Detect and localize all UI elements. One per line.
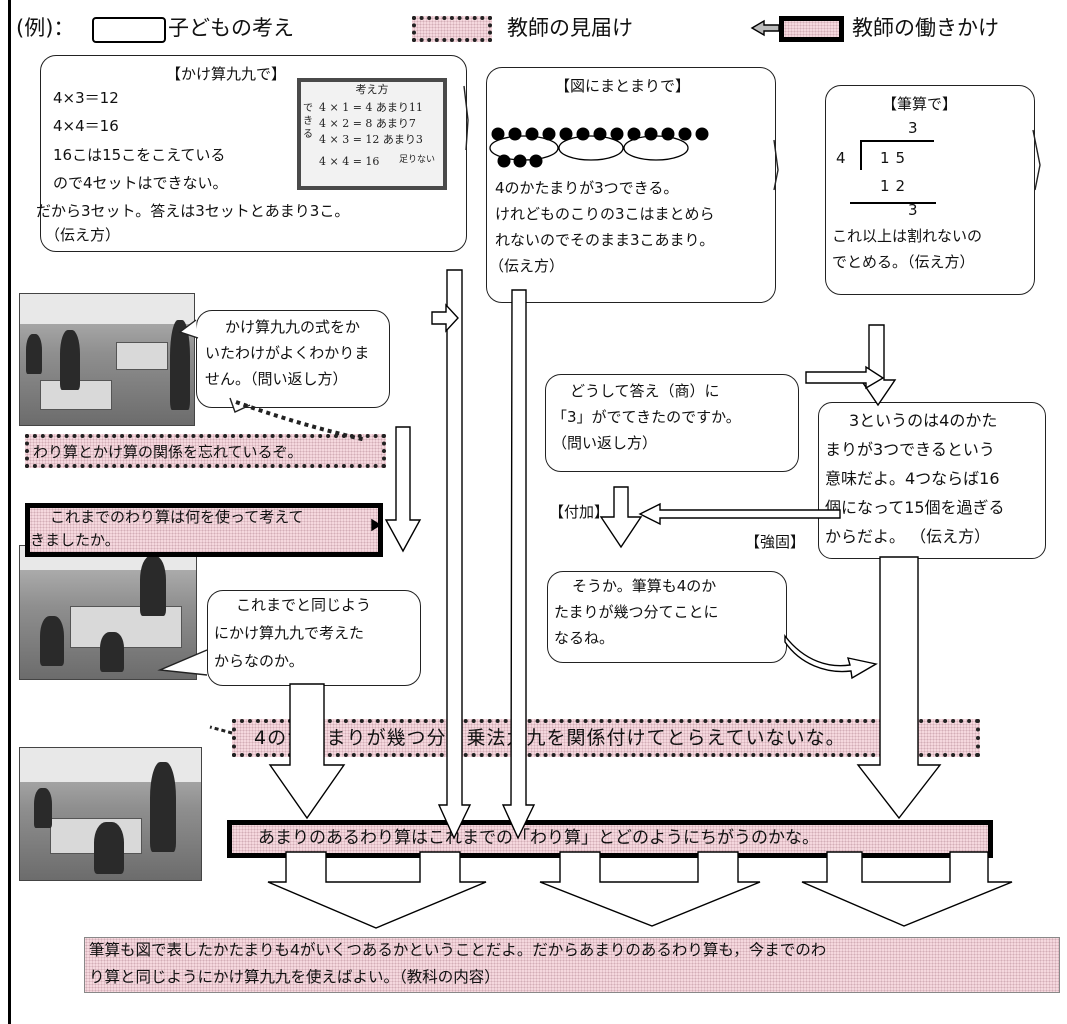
hissan-line: これ以上は割れないの — [832, 227, 983, 245]
kuku-line: ので4セットはできない。 — [53, 174, 228, 192]
meaning-line: 3というのは4のかた — [849, 411, 998, 430]
arrow-col-878 — [859, 324, 897, 407]
arrow-bottom-center — [539, 851, 761, 927]
same-line: これまでと同じよう — [236, 596, 372, 614]
classroom-photo-2 — [19, 545, 197, 680]
legend-child-box — [92, 17, 166, 43]
legend-example-label: (例)： — [16, 16, 75, 40]
classroom-photo-3 — [19, 747, 202, 881]
child-thinking-hissan-box: 【筆算で】 3 4 15 12 3 これ以上は割れないの でとめる。（伝え方） — [825, 85, 1035, 295]
legend-arrow — [750, 19, 780, 37]
hissan-quotient: 3 — [908, 119, 918, 137]
teacher-action-1: これまでのわり算は何を使って考えて きましたか。 — [25, 503, 383, 557]
hissan-subtract-line — [850, 202, 936, 204]
legend-observation-box — [412, 16, 492, 42]
kuku-line: だから3セット。答えは3セットとあまり3こ。 — [36, 202, 350, 220]
child-thinking-same-as-before: これまでと同じよう にかけ算九九で考えた からなのか。 — [207, 590, 421, 686]
hissan-product: 12 — [880, 177, 912, 195]
diagram-line: （伝え方） — [489, 257, 565, 275]
arrow-right-small — [431, 303, 459, 333]
legend-teacher-observation: 教師の見届け — [507, 16, 633, 40]
teacher-observation-2: 4のかたまりが幾つ分と乗法九九を関係付けてとらえていないな。 — [232, 719, 980, 757]
kuku-line: 4×3＝12 — [53, 89, 119, 107]
teacher-observation-1: わり算とかけ算の関係を忘れているぞ。 — [25, 434, 386, 468]
same-line: にかけ算九九で考えた — [214, 624, 365, 642]
classroom-photo-1 — [19, 293, 195, 426]
arrow-curve-right — [784, 633, 878, 680]
kuku-box-title: 【かけ算九九で】 — [166, 65, 287, 83]
legend-child-thinking: 子どもの考え — [168, 16, 294, 40]
arrow-col-405 — [384, 426, 422, 553]
realize-line: なるね。 — [554, 629, 615, 647]
hissan-bar — [862, 140, 934, 142]
arrow-left-to-add — [638, 502, 841, 526]
diagram-line: 4のかたまりが3つできる。 — [495, 179, 679, 197]
teacher-question-bubble-2: どうして答え（商）に 「3」がでてきたのですか。 （問い返し方） — [545, 374, 799, 472]
hissan-box-title: 【筆算で】 — [882, 95, 958, 113]
hissan-remainder: 3 — [908, 201, 918, 219]
kuku-line: 4×4＝16 — [53, 117, 119, 135]
conclusion-box: 筆算も図で表したかたまりも4がいくつあるかということだよ。だからあまりのあるわり… — [84, 937, 1060, 993]
hissan-bracket — [860, 140, 862, 170]
arrow-col-900 — [856, 556, 942, 820]
child-thinking-meaning-box: 3というのは4のかた まりが3つできるという 意味だよ。4つならば16 個になっ… — [818, 402, 1046, 559]
legend-teacher-action: 教師の働きかけ — [852, 16, 999, 40]
conclusion-line: 筆算も図で表したかたまりも4がいくつあるかということだよ。だからあまりのあるわり… — [89, 941, 827, 959]
blackboard-line: 4 × 2 = 8 あまり7 — [319, 117, 416, 130]
action1-line: きましたか。 — [30, 531, 120, 549]
question2-line: （問い返し方） — [552, 434, 658, 452]
kuku-line: 16こは15こをこえている — [53, 146, 226, 164]
diagram-line: れないのでそのまま3こあまり。 — [495, 231, 715, 249]
diagram-box-title: 【図にまとまりで】 — [555, 77, 691, 95]
question1-line: いたわけがよくわかりま — [205, 344, 370, 362]
child-thinking-diagram-box: 【図にまとまりで】 4のかたまりが3つできる。 けれどものこりの3こはまとめら … — [486, 67, 776, 303]
dots-grouping-figure — [489, 127, 709, 168]
teacher-question-bubble-1: かけ算九九の式をか いたわけがよくわかりま せん。（問い返し方） — [196, 310, 390, 408]
blackboard-bottom-note: 足りない — [399, 155, 436, 165]
blackboard-side-note: できる — [303, 103, 313, 140]
blackboard-title: 考え方 — [355, 83, 389, 96]
label-strong: 【強固】 — [745, 533, 806, 551]
question2-line: どうして答え（商）に — [570, 382, 720, 400]
dotted-connector-2 — [209, 725, 233, 735]
label-add: 【付加】 — [549, 503, 610, 521]
hissan-line: でとめる。（伝え方） — [832, 253, 975, 271]
meaning-line: 個になって15個を過ぎる — [825, 498, 1005, 517]
hissan-dividend: 15 — [880, 149, 912, 167]
page-left-border — [8, 0, 11, 1024]
question1-line: かけ算九九の式をか — [225, 318, 361, 336]
blackboard-bottom: 4 × 4 = 16 — [319, 155, 380, 168]
realize-line: そうか。筆算も4のか — [572, 577, 717, 595]
question2-line: 「3」がでてきたのですか。 — [552, 408, 741, 426]
arrow-bottom-right — [801, 851, 1013, 927]
legend-action-box — [779, 16, 844, 42]
diagram-line: けれどものこりの3こはまとめら — [495, 205, 715, 223]
same-line: からなのか。 — [214, 652, 304, 670]
meaning-line: からだよ。 （伝え方） — [825, 527, 991, 546]
question1-line: せん。（問い返し方） — [205, 370, 348, 388]
meaning-line: 意味だよ。4つならば16 — [825, 469, 1000, 488]
arrow-right-to-box4 — [805, 365, 885, 390]
kuku-line: （伝え方） — [45, 226, 121, 244]
meaning-line: まりが3つできるという — [825, 440, 995, 459]
conclusion-line: り算と同じようにかけ算九九を使えばよい。（教科の内容） — [89, 968, 500, 986]
teacher-action-2: あまりのあるわり算はこれまでの「わり算」とどのようにちがうのかな。 — [227, 820, 993, 858]
realize-line: たまりが幾つ分てことに — [554, 603, 719, 621]
blackboard-line: 4 × 1 = 4 あまり11 — [319, 101, 423, 114]
action2-text: あまりのあるわり算はこれまでの「わり算」とどのようにちがうのかな。 — [258, 828, 819, 848]
arrow-bottom-left — [267, 851, 487, 929]
blackboard-photo: 考え方 できる 4 × 1 = 4 あまり11 4 × 2 = 8 あまり7 4… — [297, 78, 447, 190]
observation1-text: わり算とかけ算の関係を忘れているぞ。 — [33, 443, 303, 461]
blackboard-line: 4 × 3 = 12 あまり3 — [319, 133, 423, 146]
child-thinking-hissan-realize: そうか。筆算も4のか たまりが幾つ分てことに なるね。 — [547, 571, 787, 663]
hissan-divisor: 4 — [836, 149, 846, 167]
observation2-text: 4のかたまりが幾つ分と乗法九九を関係付けてとらえていないな。 — [254, 727, 846, 749]
action1-line: これまでのわり算は何を使って考えて — [50, 508, 304, 526]
